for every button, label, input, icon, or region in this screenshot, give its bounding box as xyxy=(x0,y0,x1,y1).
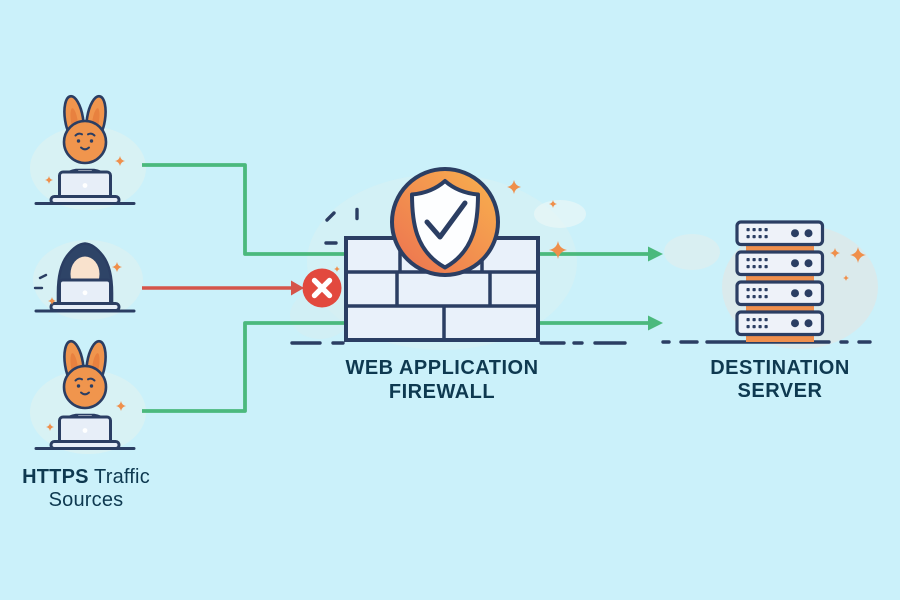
sparkle-icon xyxy=(507,180,521,194)
sparkle-icon xyxy=(116,401,126,411)
sources-label-line1: HTTPS Traffic xyxy=(22,466,150,488)
sources-label-bold: HTTPS xyxy=(22,466,89,488)
firewall-group xyxy=(290,167,629,345)
server-rack-unit-2 xyxy=(735,250,825,277)
sparkle-icon xyxy=(850,247,866,263)
allowed-flow-bottom-arrowhead-icon xyxy=(648,315,663,331)
sparkle-icon xyxy=(843,275,849,281)
sparkle-icon xyxy=(549,200,557,208)
shield-check-icon xyxy=(390,167,500,277)
firewall-label-line1: WEB APPLICATION xyxy=(345,357,538,379)
laptop-logo xyxy=(82,290,88,296)
server-rack-unit-3 xyxy=(735,280,825,307)
sparkle-icon xyxy=(334,266,340,272)
sparkle-icon xyxy=(115,156,125,166)
server-rack-unit-4 xyxy=(735,310,825,337)
hacker-user xyxy=(34,242,136,313)
sparkle-icon xyxy=(46,423,54,431)
firewall-label-line2: FIREWALL xyxy=(389,381,495,403)
sparkle-icon xyxy=(48,297,56,305)
blocked-x-icon xyxy=(302,268,342,308)
labels: WEB APPLICATION FIREWALL DESTINATION SER… xyxy=(22,357,850,511)
sources-label-line2: Sources xyxy=(49,489,124,511)
brick-seams xyxy=(346,238,538,340)
sources-label-normal: Traffic xyxy=(89,466,150,488)
sparkle-icon xyxy=(45,176,53,184)
tick-dashes xyxy=(33,273,48,290)
server-label-line2: SERVER xyxy=(738,380,823,402)
server-rack-group xyxy=(661,220,872,344)
sparkle-icon xyxy=(830,248,840,258)
sparkles xyxy=(45,156,866,431)
sparkle-icon xyxy=(112,262,122,272)
impact-dashes-icon xyxy=(324,207,359,245)
server-label-line1: DESTINATION xyxy=(710,357,850,379)
allowed-flow-top-arrowhead-icon xyxy=(648,246,663,262)
sparkle-icon xyxy=(549,241,567,259)
blocked-flow-arrowhead-icon xyxy=(291,280,304,296)
laptop-base xyxy=(49,302,121,312)
server-rack-unit-1 xyxy=(735,220,825,247)
